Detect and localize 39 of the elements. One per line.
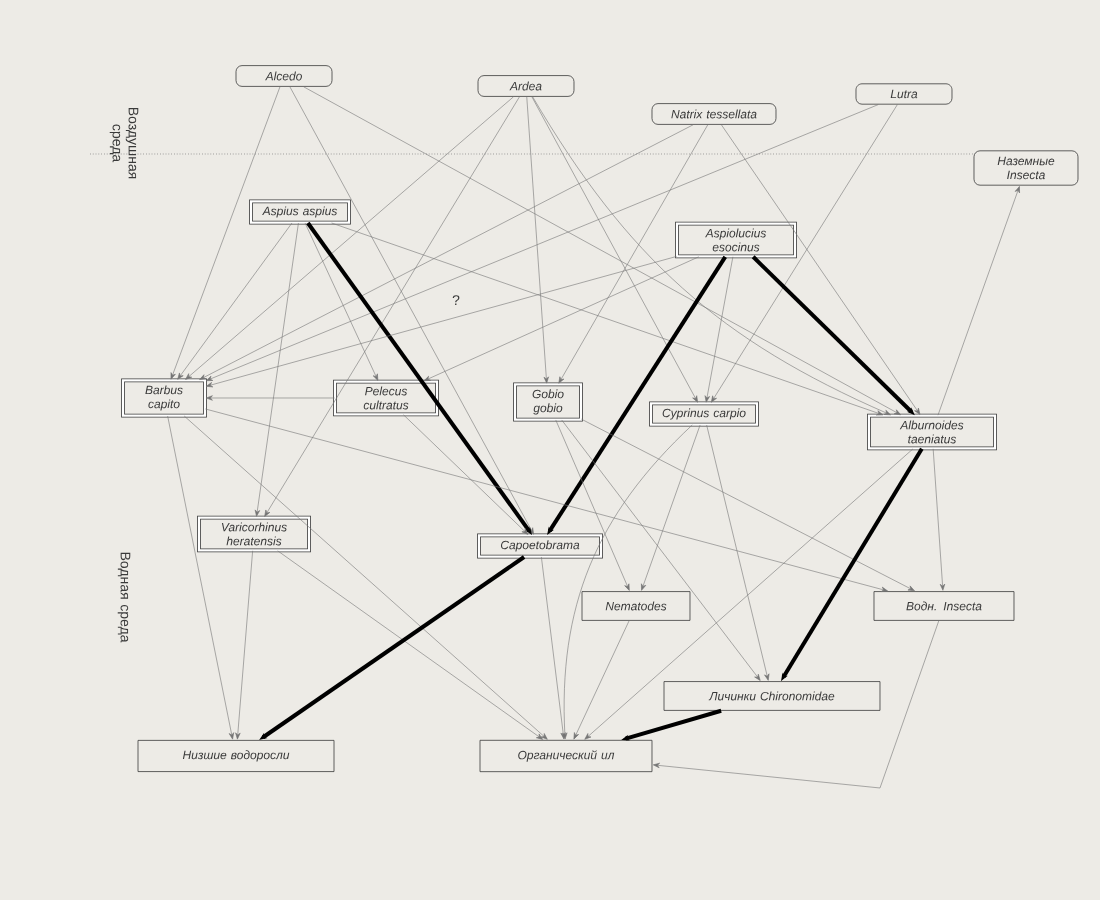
arrow [652,620,940,789]
arrow [721,124,921,415]
arrow [561,419,761,681]
arrow [205,256,677,388]
arrow [254,222,299,517]
arrow [205,408,888,592]
arrow [289,86,534,535]
arrow [183,415,548,740]
arrow [581,418,915,592]
arrow [403,414,529,535]
arrow [573,620,630,740]
arrow [531,96,698,403]
arrow [547,255,727,535]
arrow [562,424,693,740]
arrow [711,104,898,403]
arrow [704,256,734,403]
arrow [706,424,770,681]
arrow [558,124,709,384]
arrow [304,222,379,381]
arrow [932,448,946,591]
arrow [937,186,1020,416]
arrow [167,415,234,740]
arrow [555,419,630,591]
arrow [199,124,694,380]
arrow [641,424,701,591]
arrow [541,556,566,740]
arrow [303,86,901,416]
arrow [185,96,514,380]
arrow [177,222,293,380]
arrow [205,104,879,381]
arrow [526,96,549,384]
arrow [584,448,914,740]
arrow [423,256,700,382]
arrow [205,395,335,401]
arrow [264,96,520,517]
arrow [532,96,891,416]
arrow [170,86,281,380]
arrow [235,550,253,740]
arrow [331,222,884,416]
